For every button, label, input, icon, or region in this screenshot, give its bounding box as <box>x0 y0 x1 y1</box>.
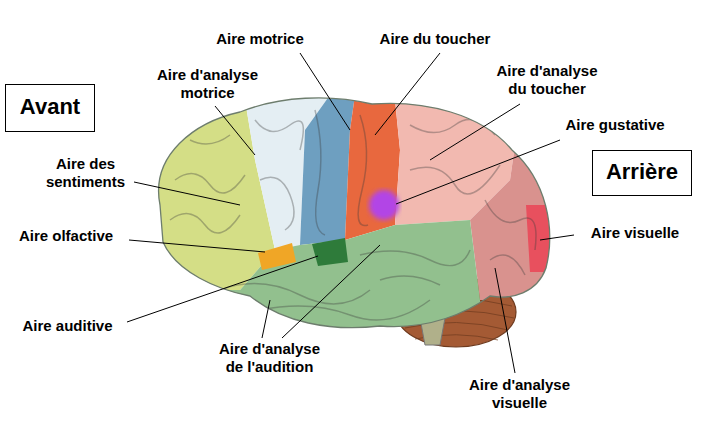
direction-label: Arrière <box>603 159 681 185</box>
area-label: Aire d'analyse de l'audition <box>212 340 327 376</box>
area-label: Aire auditive <box>10 317 125 335</box>
area-label: Aire du toucher <box>365 30 505 48</box>
area-label: Aire d'analyse motrice <box>150 66 265 102</box>
area-label: Aire motrice <box>190 30 330 48</box>
area-label: Aire olfactive <box>5 227 127 245</box>
direction-label: Avant <box>16 94 84 120</box>
direction-box: Avant <box>5 84 95 132</box>
direction-box: Arrière <box>592 150 692 196</box>
area-label: Aire d'analyse du toucher <box>487 62 607 98</box>
area-label: Aire des sentiments <box>38 155 133 191</box>
area-label: Aire visuelle <box>575 224 695 242</box>
area-label: Aire d'analyse visuelle <box>462 376 577 412</box>
area-label: Aire gustative <box>550 116 680 134</box>
leader-lines <box>127 53 574 373</box>
